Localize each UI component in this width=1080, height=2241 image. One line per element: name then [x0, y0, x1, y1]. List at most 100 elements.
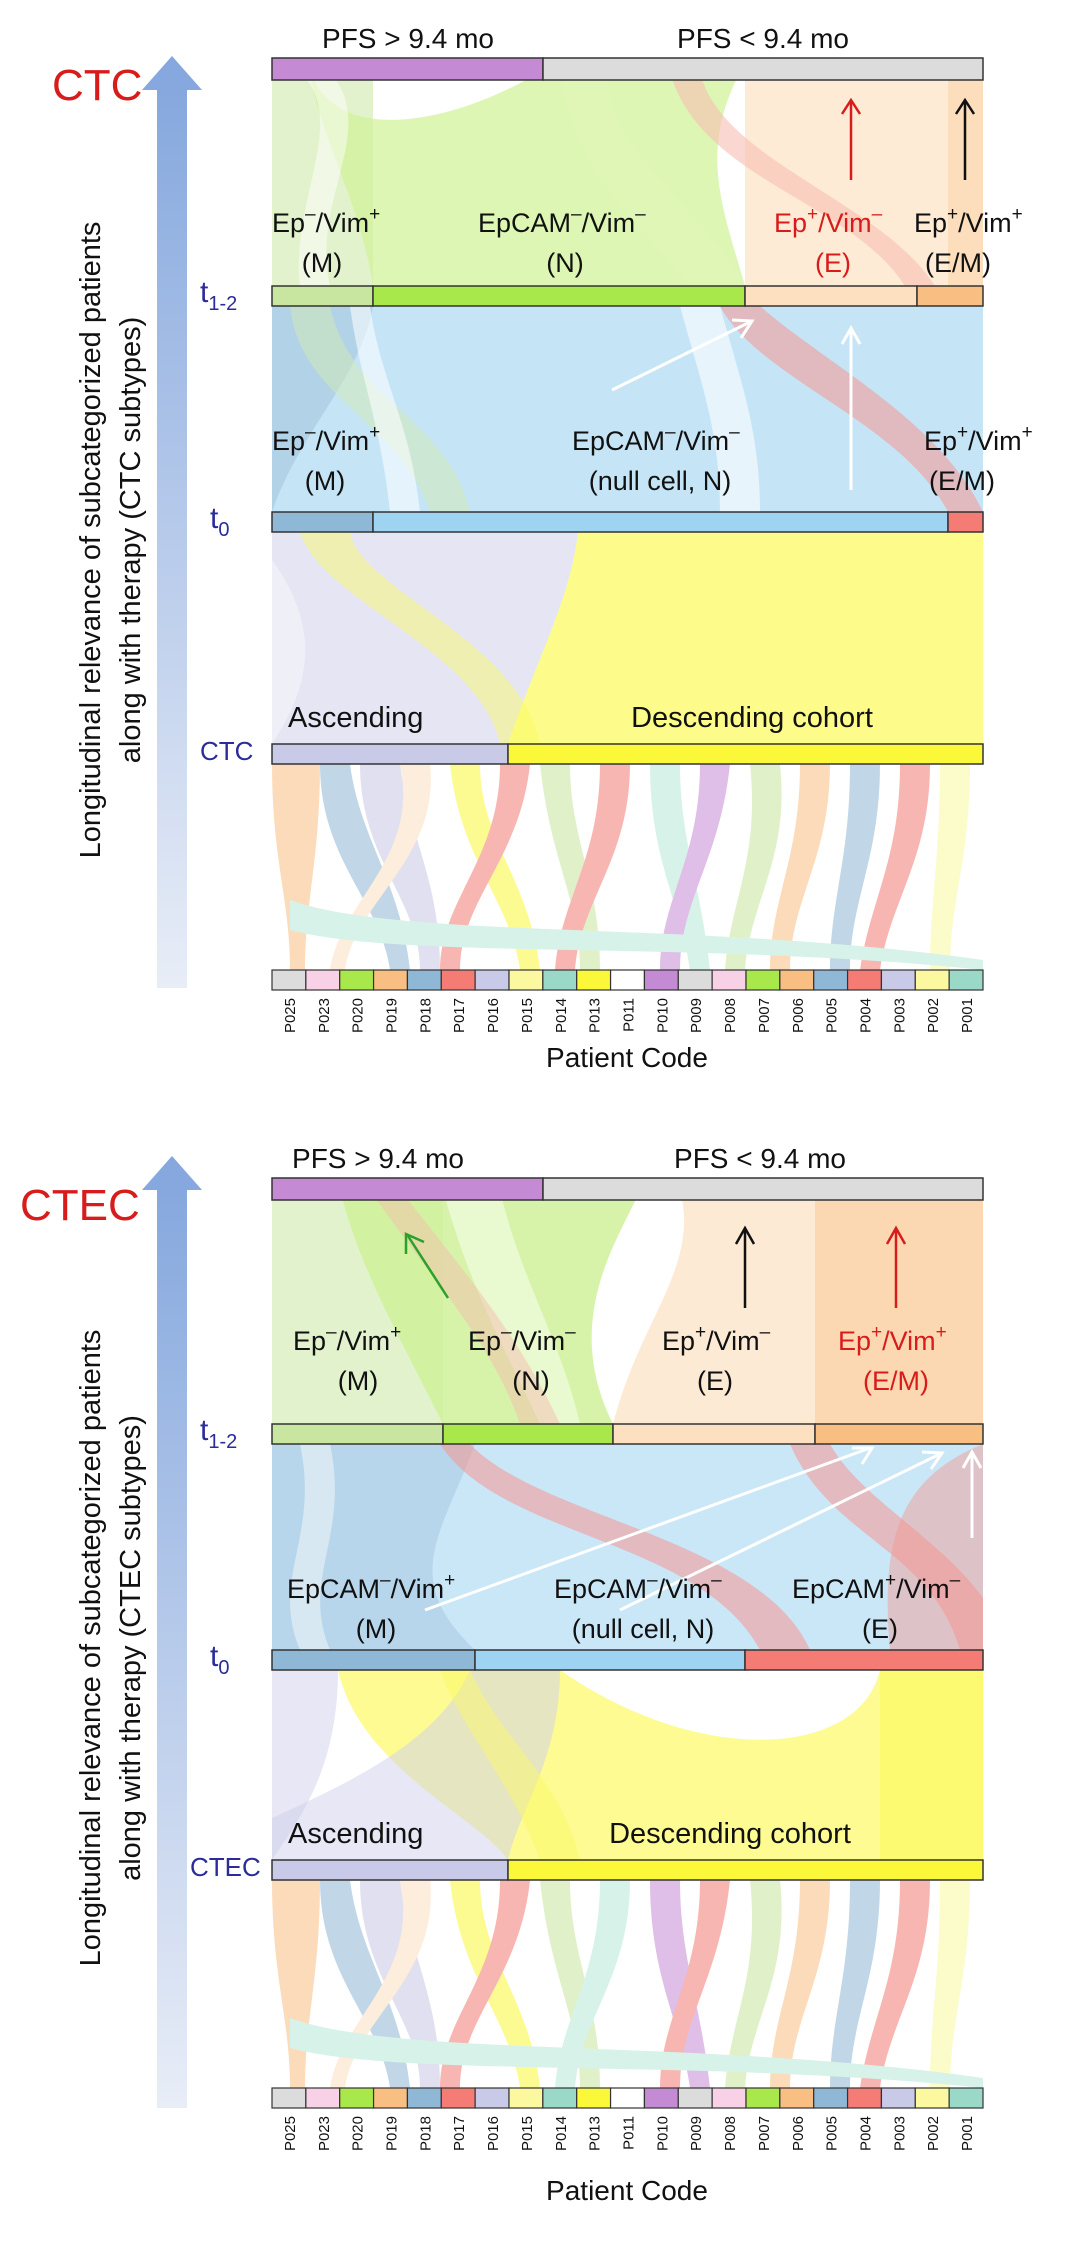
transition-arrows-top: [404, 1225, 907, 1308]
transition-arrows-top: [840, 97, 976, 180]
y-axis-title-line2: along with therapy (CTEC subtypes): [115, 1415, 147, 1881]
patient-code-label: P004: [858, 2116, 875, 2151]
ascending-bar: [271, 1859, 509, 1881]
t12-bar-e: [744, 285, 918, 307]
pfs-low-label: PFS < 9.4 mo: [674, 1143, 846, 1174]
patient-box: [406, 2087, 442, 2109]
patient-code-label: P003: [891, 2116, 908, 2151]
patient-box: [948, 2087, 984, 2109]
cohort-row-label: CTEC: [190, 1852, 261, 1882]
patient-code-label: P001: [959, 998, 976, 1033]
t12-bar: [271, 285, 984, 307]
t12-bar: [271, 1423, 984, 1445]
t0-group-3-label: EpCAM+/Vim–: [792, 1570, 961, 1604]
t12-group-4-label: Ep+/Vim+: [838, 1322, 947, 1356]
patient-box: [508, 2087, 544, 2109]
t12-row-label: t1-2: [200, 276, 237, 315]
patient-box: [339, 2087, 375, 2109]
patient-code-label: P005: [824, 2116, 841, 2151]
t12-group-1-label: Ep–/Vim+: [293, 1322, 401, 1356]
t12-group-1-label: Ep–/Vim+: [272, 204, 380, 238]
t12-group-3-sub: (E): [815, 248, 851, 278]
patient-box: [846, 2087, 883, 2109]
t12-bar-m: [271, 1423, 444, 1445]
t0-group-3-label: Ep+/Vim+: [924, 422, 1033, 456]
t12-bar-em: [916, 285, 984, 307]
patient-code-label: P020: [350, 2116, 367, 2151]
pfs-low-bar: [542, 1177, 984, 1201]
patient-box: [339, 969, 375, 991]
patient-code-label: P009: [688, 2116, 705, 2151]
t0-bar-em: [947, 511, 984, 533]
t0-group-labels: EpCAM–/Vim+ (M) EpCAM–/Vim– (null cell, …: [287, 1570, 961, 1644]
ctec-panel: CTEC Longitudinal relevance of subcatego…: [0, 1118, 1080, 2236]
descending-bar: [507, 1859, 984, 1881]
t0-group-1-sub: (M): [305, 466, 345, 496]
t0-group-labels: Ep–/Vim+ (M) EpCAM–/Vim– (null cell, N) …: [272, 422, 1033, 496]
patient-box: [880, 2087, 916, 2109]
patient-box: [813, 969, 849, 991]
flows-lower: [272, 1670, 983, 1860]
patient-code-label: P025: [282, 2116, 299, 2151]
t0-bar-n: [372, 511, 949, 533]
patient-code-label: P023: [316, 998, 333, 1033]
patient-code-label: P015: [519, 998, 536, 1033]
patient-box: [677, 2087, 713, 2109]
patient-code-label: P013: [587, 998, 604, 1033]
time-axis-arrow: [142, 56, 202, 988]
t0-bar: [271, 1649, 984, 1671]
t0-bar: [271, 511, 984, 533]
patient-code-label: P006: [790, 2116, 807, 2151]
patient-box: [474, 969, 510, 991]
t12-group-1-sub: (M): [302, 248, 342, 278]
patient-box: [305, 969, 341, 991]
t0-group-3-sub: (E): [862, 1614, 898, 1644]
t12-bar-m: [271, 285, 374, 307]
t0-row-label: t0: [210, 1640, 229, 1679]
t12-group-1-sub: (M): [338, 1366, 378, 1396]
ctc-sankey-diagram: CTC Longitudinal relevance of subcategor…: [52, 23, 1033, 1073]
t12-bar-e: [612, 1423, 816, 1445]
patient-code-label: P001: [959, 2116, 976, 2151]
flows-patients: [272, 1880, 983, 2088]
patient-box: [372, 969, 409, 991]
patient-box: [846, 969, 883, 991]
patient-box: [406, 969, 442, 991]
flows-top: [272, 72, 983, 286]
flows-mid: [272, 1444, 983, 1650]
descending-label: Descending cohort: [631, 702, 873, 734]
patient-code-label: P010: [654, 998, 671, 1033]
patient-code-label: P007: [756, 2116, 773, 2151]
t12-group-3-label: Ep+/Vim–: [662, 1322, 771, 1356]
time-axis-arrow: [142, 1156, 202, 2108]
y-axis-title-line2: along with therapy (CTC subtypes): [115, 317, 147, 763]
patient-code-label: P019: [384, 998, 401, 1033]
patient-code-label: P016: [485, 998, 502, 1033]
ascending-label: Ascending: [288, 1818, 423, 1850]
patient-code-label: P006: [790, 998, 807, 1033]
t0-group-1-sub: (M): [356, 1614, 396, 1644]
ctc-panel: CTC Longitudinal relevance of subcategor…: [0, 0, 1080, 1118]
patient-box: [745, 2087, 781, 2109]
patient-box: [914, 2087, 950, 2109]
t0-group-2-label: EpCAM–/Vim–: [572, 422, 740, 456]
t12-group-2-label: EpCAM–/Vim–: [478, 204, 646, 238]
patient-box: [609, 969, 646, 991]
flows-mid: [272, 306, 983, 512]
y-axis-title-line1: Longitudinal relevance of subcategorized…: [75, 222, 107, 859]
patient-code-label: P018: [417, 2116, 434, 2151]
patient-code-label: P013: [587, 2116, 604, 2151]
patient-box: [948, 969, 984, 991]
patient-box: [440, 969, 476, 991]
patient-box: [542, 2087, 578, 2109]
patient-code-label: P015: [519, 2116, 536, 2151]
patient-code-label: P023: [316, 2116, 333, 2151]
big-label: CTEC: [20, 1181, 140, 1230]
patient-code-label: P018: [417, 998, 434, 1033]
t0-bar-m: [271, 1649, 476, 1671]
cohort-row-label: CTC: [200, 736, 253, 766]
patient-code-label: P009: [688, 998, 705, 1033]
patient-box: [711, 969, 747, 991]
